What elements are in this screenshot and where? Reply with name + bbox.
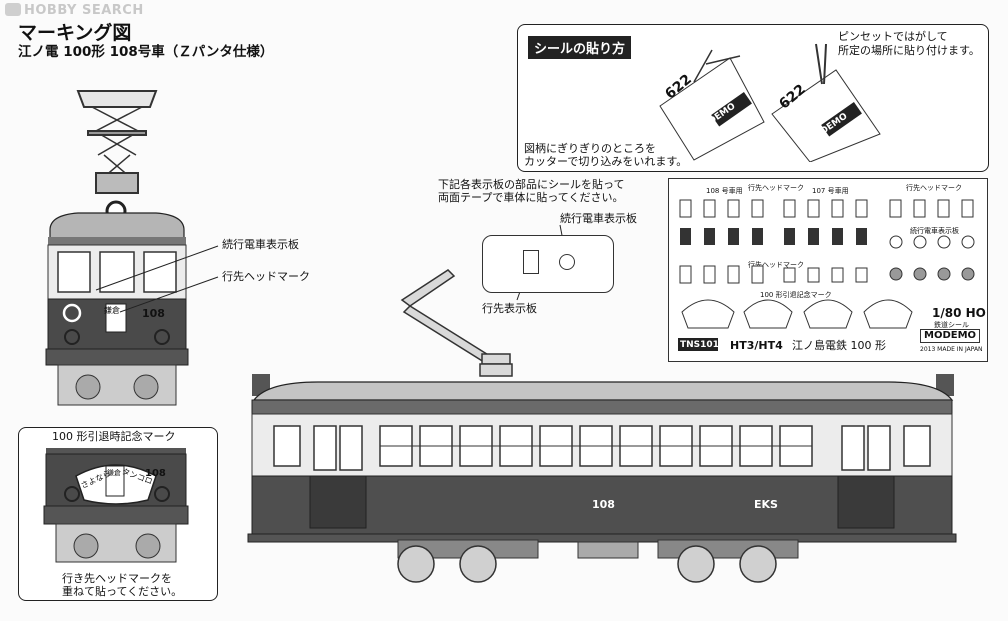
sheet-col-107: 107 号車用: [812, 187, 849, 195]
front-headboard-text: 鎌倉: [104, 306, 120, 315]
page-title: マーキング図: [18, 22, 132, 44]
sheet-scale: 1/80 HO: [932, 306, 986, 320]
board-slot: [523, 250, 539, 274]
overlay-note-2: 重ねて貼ってください。: [62, 585, 183, 598]
cut-note-1: 図柄にぎりぎりのところを: [524, 142, 656, 155]
watermark: HOBBY SEARCH: [5, 3, 144, 18]
side-view-diagram: [247, 269, 957, 583]
cut-note-2: カッターで切り込みをいれます。: [524, 155, 688, 168]
destination-board-part: [482, 235, 614, 293]
pantograph-side: [400, 269, 513, 377]
label-destination-board: 行先表示板: [482, 302, 537, 315]
sheet-made-in: 2013 MADE IN JAPAN: [920, 346, 983, 353]
sheet-brand: MODEMO: [920, 329, 981, 343]
sheet-col-108: 108 号車用: [706, 187, 743, 195]
sheet-headmark-2: 行先ヘッドマーク: [906, 184, 962, 192]
parts-note-2: 両面テープで車体に貼ってください。: [438, 191, 624, 204]
sticker-sheet: [668, 178, 988, 362]
sticker-sheet-items: [678, 199, 975, 351]
tweezers-note-1: ピンセットではがして: [838, 30, 948, 43]
sheet-headmark-1: 行先ヘッドマーク: [748, 184, 804, 192]
label-train-indicator: 続行電車表示板: [222, 238, 299, 251]
overlay-note-1: 行き先ヘッドマークを: [62, 572, 172, 585]
hobby-search-logo-icon: [5, 3, 21, 16]
sheet-scale-sub: 鉄道シール: [934, 321, 969, 329]
page-subtitle: 江ノ電 100形 108号車（Ｚパンタ仕様）: [18, 44, 274, 60]
sheet-indicator: 続行電車表示板: [910, 227, 959, 235]
label-retirement-mark: 100 形引退時記念マーク: [52, 430, 176, 443]
side-mark: EKS: [754, 498, 778, 511]
sheet-name: 江ノ島電鉄 100 形: [792, 339, 886, 352]
sheet-code: TNS101: [680, 340, 719, 350]
sheet-model: HT3/HT4: [730, 339, 783, 352]
sticker-application-illustration: [659, 43, 881, 162]
label-destination-headmark: 行先ヘッドマーク: [222, 270, 310, 283]
parts-note-1: 下記各表示板の部品にシールを貼って: [438, 178, 625, 191]
front-retirement-diagram: [43, 448, 189, 563]
front-view-diagram: [45, 90, 189, 406]
front-car-number: 108: [142, 307, 165, 320]
retire-car-number: 108: [145, 468, 166, 479]
side-car-number: 108: [592, 498, 615, 511]
sheet-headmark-3: 行先ヘッドマーク: [748, 261, 804, 269]
sheet-retire: 100 形引退記念マーク: [760, 291, 832, 299]
label-train-indicator-2: 続行電車表示板: [560, 212, 637, 225]
retire-headboard-text: 鎌倉: [107, 469, 121, 477]
pantograph-front: [76, 90, 158, 194]
howto-heading: シールの貼り方: [528, 36, 632, 59]
board-round: [559, 254, 575, 270]
tweezers-note-2: 所定の場所に貼り付けます。: [838, 44, 980, 57]
